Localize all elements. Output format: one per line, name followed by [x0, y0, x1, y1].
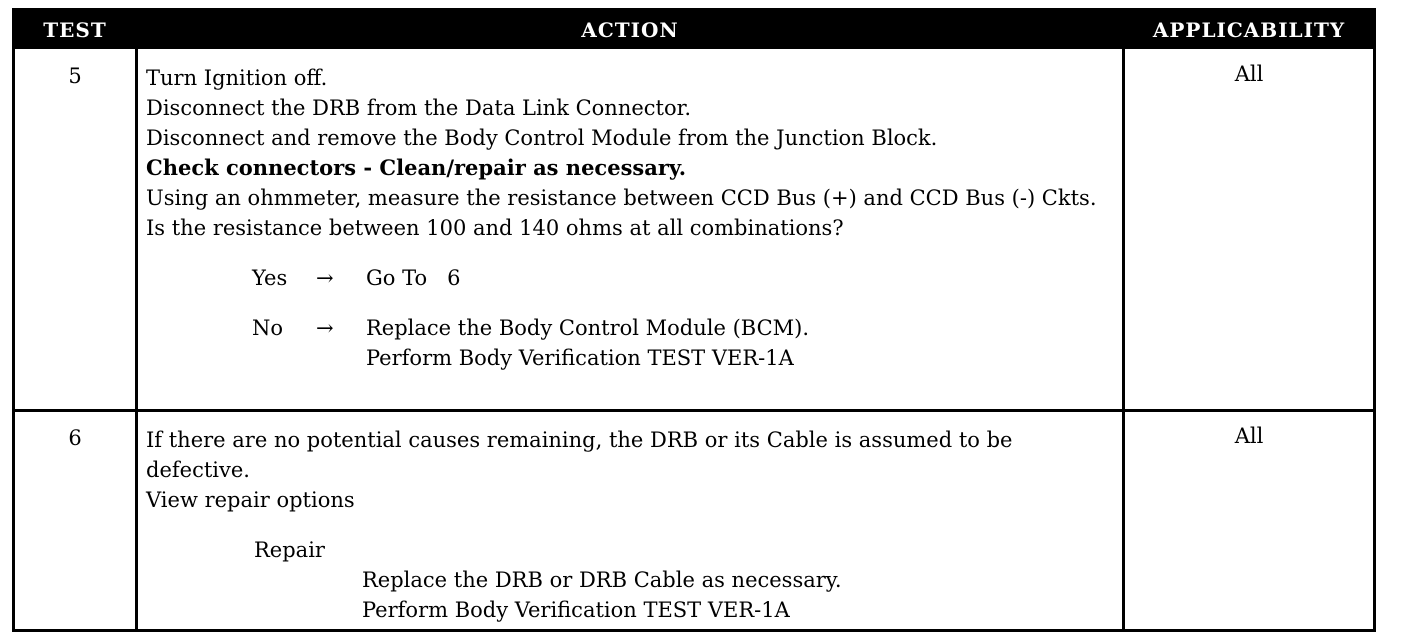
step-text: If there are no potential causes remaini…: [146, 428, 1013, 482]
column-divider-2: [1122, 49, 1125, 629]
yes-branch: Yes → Go To 6: [146, 263, 1121, 293]
step-text: View repair options: [146, 488, 355, 512]
no-branch-continued: Perform Body Verification TEST VER-1A: [146, 343, 1121, 373]
step-text: Disconnect and remove the Body Control M…: [146, 126, 938, 150]
step-text-bold: Check connectors - Clean/repair as neces…: [146, 155, 687, 180]
row-6-test-number: 6: [68, 426, 82, 450]
no-branch: No → Replace the Body Control Module (BC…: [146, 313, 1121, 343]
column-divider-1: [135, 49, 138, 629]
no-result-line-1: Replace the Body Control Module (BCM).: [366, 316, 810, 340]
step-question: Is the resistance between 100 and 140 oh…: [146, 216, 844, 240]
repair-line-1: Replace the DRB or DRB Cable as necessar…: [362, 568, 842, 592]
header-applicability: APPLICABILITY: [1152, 18, 1346, 42]
row-5-applicability: All: [1234, 62, 1264, 86]
repair-label: Repair: [254, 538, 325, 562]
step-text: Turn Ignition off.: [146, 66, 328, 90]
row-divider: [15, 409, 1373, 412]
repair-branch: Repair: [146, 535, 1121, 565]
no-result-line-2: Perform Body Verification TEST VER-1A: [366, 346, 794, 370]
row-6-applicability: All: [1234, 424, 1264, 448]
header-test: TEST: [43, 18, 107, 42]
row-6-action: If there are no potential causes remaini…: [146, 425, 1121, 625]
step-text: Disconnect the DRB from the Data Link Co…: [146, 96, 692, 120]
step-text: Using an ohmmeter, measure the resistanc…: [146, 186, 1097, 210]
row-5-action: Turn Ignition off. Disconnect the DRB fr…: [146, 63, 1121, 373]
diagnostic-table: TEST ACTION APPLICABILITY 5 All Turn Ign…: [12, 8, 1376, 632]
row-5-test-number: 5: [68, 64, 82, 88]
repair-line-2: Perform Body Verification TEST VER-1A: [362, 598, 790, 622]
table-header: TEST ACTION APPLICABILITY: [15, 11, 1373, 49]
arrow-icon: →: [316, 316, 334, 340]
arrow-icon: →: [316, 266, 334, 290]
no-label: No: [252, 316, 284, 340]
repair-line-1-row: Replace the DRB or DRB Cable as necessar…: [146, 565, 1121, 595]
yes-label: Yes: [252, 266, 288, 290]
yes-result: Go To 6: [366, 266, 461, 290]
repair-line-2-row: Perform Body Verification TEST VER-1A: [146, 595, 1121, 625]
header-action: ACTION: [581, 18, 679, 42]
